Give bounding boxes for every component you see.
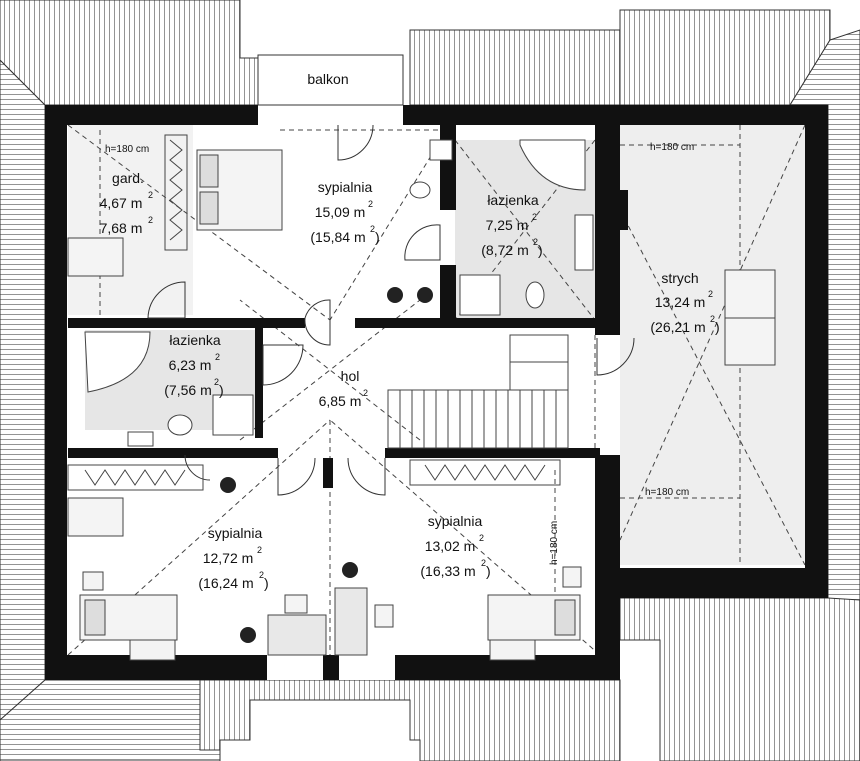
balcony-label: balkon [307, 71, 348, 87]
room-labels: h=180 cm gard. 4,67 m 2 7,68 m 2 sypialn… [100, 142, 720, 591]
hall-area-net: 6,85 m [319, 393, 362, 409]
walls [45, 105, 828, 680]
wardrobe-units [67, 134, 561, 491]
bedroom-bl-area-net: 12,72 m [203, 550, 254, 566]
attic-net-sup: 2 [708, 289, 713, 299]
attic-height-top: h=180 cm [650, 142, 694, 153]
bedroom-top-area-net: 15,09 m [315, 204, 366, 220]
shower-left [212, 394, 254, 436]
attic-name: strych [661, 270, 698, 286]
bedroom-br-area-net: 13,02 m [425, 538, 476, 554]
floors [45, 105, 828, 680]
bedroom-br-height: h=180 cm [549, 521, 560, 565]
bedroom-top-area-gross: (15,84 m [310, 229, 365, 245]
roof-bottom-mid [199, 679, 621, 761]
balcony-slab [257, 54, 404, 106]
plants [220, 287, 433, 643]
bedroom-br-gross-close: ) [486, 563, 491, 579]
bath-left-net-sup: 2 [215, 352, 220, 362]
bath-left-name: łazienka [169, 332, 221, 348]
bathtub-corner-left [84, 331, 151, 393]
bath-left-gross-sup: 2 [214, 377, 219, 387]
furniture [67, 149, 776, 661]
floor-attic-gray [620, 125, 805, 565]
attic-gross-close: ) [715, 319, 720, 335]
attic-height-bottom: h=180 cm [645, 487, 689, 498]
shower-top [459, 274, 501, 316]
doors [147, 124, 635, 496]
bedroom-br-net-sup: 2 [479, 533, 484, 543]
attic-area-net: 13,24 m [655, 294, 706, 310]
bath-top-area-net: 7,25 m [486, 217, 529, 233]
bedroom-top-gross-sup: 2 [370, 224, 375, 234]
bath-left-gross-close: ) [219, 382, 224, 398]
wardrobe-area-net: 4,67 m [100, 195, 143, 211]
bath-top-net-sup: 2 [532, 212, 537, 222]
bedroom-bl-gross-sup: 2 [259, 570, 264, 580]
desk-left [267, 614, 327, 656]
bath-left-area-gross: (7,56 m [164, 382, 211, 398]
attic-area-gross: (26,21 m [650, 319, 705, 335]
wardrobe-gross-sup: 2 [148, 215, 153, 225]
bath-left-area-net: 6,23 m [169, 357, 212, 373]
bedroom-bl-area-gross: (16,24 m [198, 575, 253, 591]
bedroom-top-gross-close: ) [375, 229, 380, 245]
balcony: balkon [257, 54, 404, 106]
bath-top-gross-sup: 2 [533, 237, 538, 247]
roof-left-slope [0, 59, 46, 721]
attic-gross-sup: 2 [710, 314, 715, 324]
bedroom-bl-name: sypialnia [208, 525, 263, 541]
bathtub-corner-top [519, 139, 586, 191]
bath-top-gross-close: ) [538, 242, 543, 258]
bath-top-name: łazienka [487, 192, 539, 208]
wardrobe-area-gross: 7,68 m [100, 220, 143, 236]
wardrobe-name: gard. [112, 170, 144, 186]
stairs [387, 334, 569, 449]
sink-top [574, 214, 594, 271]
bedroom-br-name: sypialnia [428, 513, 483, 529]
roof-top-left [0, 0, 259, 106]
wardrobe-height: h=180 cm [105, 144, 149, 155]
bedroom-top-net-sup: 2 [368, 199, 373, 209]
floor-wardrobe [68, 125, 193, 315]
roof-bottom-left [0, 679, 221, 761]
hall-net-sup: 2 [363, 388, 368, 398]
sanitary [84, 139, 594, 447]
bedroom-br-gross-sup: 2 [481, 558, 486, 568]
bedroom-top-name: sypialnia [318, 179, 373, 195]
roof-top-mid [409, 29, 621, 106]
hall-name: hol [341, 368, 360, 384]
wardrobe-net-sup: 2 [148, 190, 153, 200]
desk-right [334, 587, 368, 656]
bedroom-bl-gross-close: ) [264, 575, 269, 591]
roof-bottom-right [619, 597, 860, 761]
bedroom-bl-net-sup: 2 [257, 545, 262, 555]
bedroom-br-area-gross: (16,33 m [420, 563, 475, 579]
bath-top-area-gross: (8,72 m [481, 242, 528, 258]
